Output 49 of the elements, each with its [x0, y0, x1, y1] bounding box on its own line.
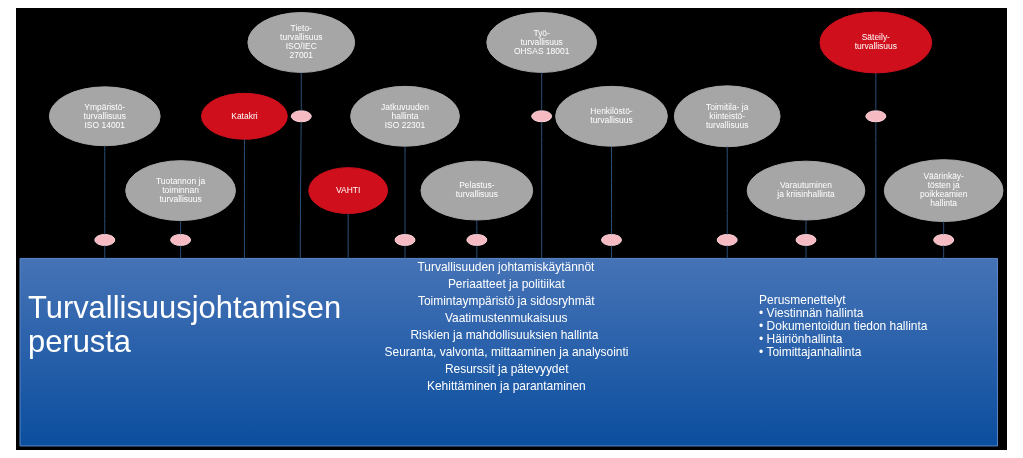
- node-ellipse: [170, 234, 192, 246]
- node-ellipse: [795, 234, 817, 246]
- node-ellipse: Henkilöstö- turvallisuus: [555, 85, 668, 147]
- connector: [180, 245, 182, 259]
- connector: [243, 138, 245, 259]
- node-ellipse: Jatkuvuuden hallinta ISO 22301: [350, 85, 460, 147]
- node-ellipse: Väärinkäy- tösten ja poikkeamien hallinta: [883, 159, 1004, 222]
- connector: [404, 245, 406, 259]
- connector: [347, 213, 349, 259]
- connector: [726, 245, 728, 259]
- connector: [611, 245, 612, 259]
- connector: [104, 245, 106, 259]
- node-box: Turvallisuusjohtamisen perusta Turvallisuuden johtamiskäytännöt Periaatteet ja politiikat Toimintaympäristö ja sidosryhmät Vaatimustenmukaisuus Riskien ja mahdollisuuksien hallinta Seuranta, valvonta, mittaaminen ja analysointi Resurssit ja pätevyydet Kehittäminen ja parantaminen Perusmenettelyt • Viestinnän hallinta • Dokumentoidun tiedon hallinta • Häiriönhallinta • Toimittajanhallinta: [19, 257, 998, 447]
- connector: [476, 219, 478, 235]
- connector: [875, 72, 877, 112]
- node-ellipse: [394, 234, 416, 246]
- connector: [875, 121, 877, 259]
- node-ellipse: [466, 234, 488, 246]
- node-ellipse: [716, 234, 738, 246]
- connector: [404, 145, 406, 235]
- connector: [300, 72, 302, 111]
- node-ellipse: Toimitila- ja kiinteistö- turvallisuus: [673, 85, 781, 148]
- connector: [104, 145, 106, 235]
- node-ellipse: Tieto- turvallisuus ISO/IEC 27001: [247, 12, 356, 73]
- node-ellipse: Työ- turvallisuus OHSAS 18001: [486, 12, 598, 73]
- connector: [726, 146, 728, 235]
- node-ellipse: [290, 110, 312, 123]
- node-ellipse: [865, 110, 887, 123]
- connector: [611, 145, 612, 235]
- connector: [805, 219, 807, 235]
- connector: [541, 72, 543, 111]
- connector: [299, 121, 302, 259]
- node-ellipse: [601, 234, 622, 246]
- node-ellipse: Pelastus- turvallisuus: [420, 160, 534, 221]
- node-ellipse: [933, 234, 955, 246]
- connector: [943, 221, 945, 235]
- node-ellipse: VAHTI: [308, 167, 389, 215]
- node-ellipse: Katakri: [201, 92, 288, 140]
- node-ellipse: Varautuminen ja kriisinhallinta: [746, 160, 866, 221]
- connector: [541, 121, 543, 259]
- node-ellipse: [94, 234, 116, 246]
- connector: [476, 245, 478, 259]
- connector: [943, 245, 945, 259]
- connector: [805, 245, 807, 259]
- node-ellipse: Säteily- turvallisuus: [819, 11, 933, 74]
- node-ellipse: Tuotannon ja toiminnan turvallisuus: [125, 160, 236, 221]
- node-ellipse: Ympäristö- turvallisuus ISO 14001: [48, 86, 161, 147]
- node-ellipse: [531, 110, 553, 123]
- connector: [180, 220, 182, 235]
